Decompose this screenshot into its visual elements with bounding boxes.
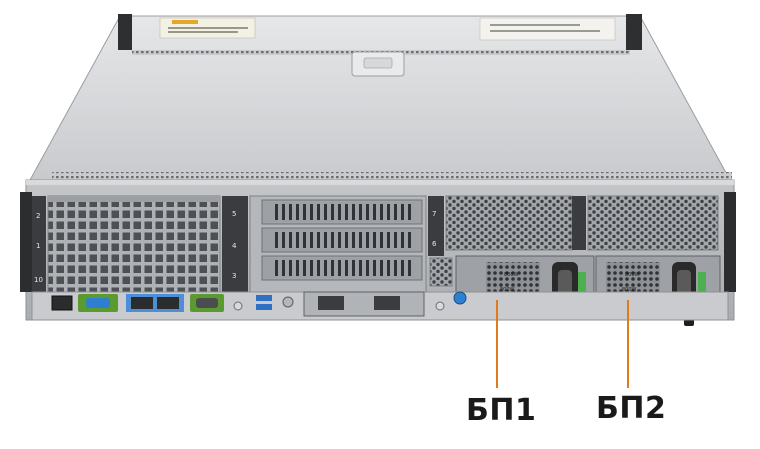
right-bay-strip — [428, 196, 444, 256]
chassis-top-cover — [29, 15, 731, 181]
psu2-callout-label: БП2 — [596, 391, 667, 426]
psu1-top-grill — [445, 195, 573, 251]
psu1-wattage-top: 800W — [504, 272, 519, 278]
psu2-latch[interactable] — [698, 272, 706, 308]
psu2-top-grill — [587, 195, 719, 251]
vga-port[interactable] — [78, 294, 118, 312]
info-sticker — [479, 17, 616, 41]
psu2-wattage-top: 800W — [625, 272, 640, 278]
bay-num-left-3: 10 — [34, 276, 43, 284]
left-bay-strip — [32, 196, 46, 292]
bay-num-mid-1: 5 — [232, 210, 236, 218]
screw-right — [435, 301, 445, 311]
rack-corner-right — [626, 14, 642, 50]
psu-divider — [572, 196, 586, 250]
rack-ear-right — [724, 192, 736, 292]
bay-num-mid-3: 3 — [232, 272, 236, 280]
bay-num-right-1: 7 — [432, 210, 436, 218]
mgmt-port[interactable] — [51, 295, 73, 311]
top-vent-row-lower — [52, 172, 732, 180]
power-button[interactable] — [453, 291, 467, 305]
psu1-wattage-bottom: 800W — [500, 287, 515, 293]
id-button[interactable] — [282, 296, 294, 308]
bay-num-mid-2: 4 — [232, 242, 237, 250]
lan-ports[interactable] — [126, 294, 184, 312]
bay-num-left-2: 1 — [36, 242, 40, 250]
pcie-vent-slots — [275, 204, 411, 276]
mid-bay-strip — [222, 196, 248, 292]
small-vent-block — [429, 257, 453, 287]
rack-ear-left — [20, 192, 32, 292]
pcie-slot-covers — [261, 199, 423, 281]
usb-ports[interactable] — [256, 295, 272, 310]
psu2-wattage-bottom: 800W — [622, 287, 637, 293]
rack-corner-left — [118, 14, 132, 50]
ocp-nic-card[interactable] — [303, 291, 425, 317]
serial-port[interactable] — [190, 294, 224, 312]
psu1-latch[interactable] — [578, 272, 586, 308]
left-drive-cage — [47, 195, 221, 293]
psu1-callout-label: БП1 — [466, 393, 537, 428]
bay-num-right-2: 6 — [432, 240, 437, 248]
bay-num-left-1: 2 — [36, 212, 40, 220]
screw-left — [233, 301, 243, 311]
